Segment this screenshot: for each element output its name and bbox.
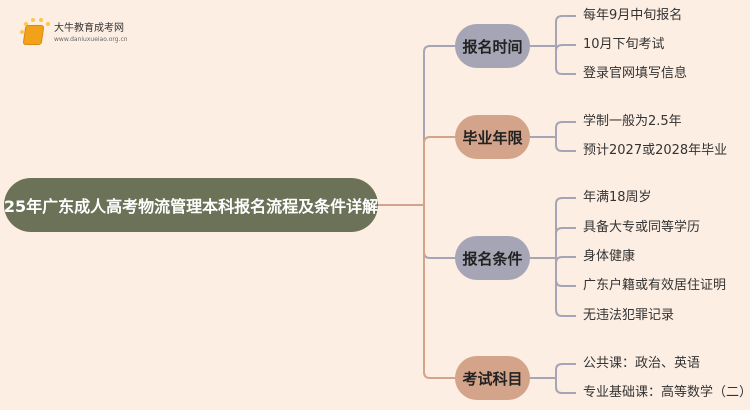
branch-node: 毕业年限 bbox=[455, 115, 530, 159]
leaf-connector bbox=[530, 377, 576, 394]
leaf-connector bbox=[530, 197, 576, 259]
leaf-node: 10月下旬考试 bbox=[583, 37, 665, 52]
leaf-node: 专业基础课：高等数学（二） bbox=[583, 385, 750, 400]
branch-connector bbox=[378, 136, 455, 206]
leaf-node: 每年9月中旬报名 bbox=[583, 8, 683, 23]
branch-connector bbox=[378, 204, 455, 379]
root-node: 25年广东成人高考物流管理本科报名流程及条件详解 bbox=[4, 178, 378, 232]
branch-node: 考试科目 bbox=[455, 356, 530, 400]
leaf-connector bbox=[530, 257, 576, 287]
book-icon bbox=[22, 25, 45, 45]
leaf-node: 具备大专或同等学历 bbox=[583, 220, 701, 235]
leaf-connector bbox=[530, 257, 576, 317]
logo-url: www.daniuxueiao.org.cn bbox=[54, 36, 128, 43]
leaf-connector bbox=[530, 45, 576, 75]
leaf-connector bbox=[530, 15, 576, 47]
leaf-node: 年满18周岁 bbox=[583, 190, 652, 205]
leaf-node: 公共课：政治、英语 bbox=[583, 356, 701, 371]
branch-connector bbox=[378, 45, 455, 206]
leaf-node: 登录官网填写信息 bbox=[583, 66, 688, 81]
leaf-connector bbox=[530, 136, 576, 152]
logo: 大牛教育成考网 www.daniuxueiao.org.cn bbox=[18, 16, 138, 48]
leaf-node: 学制一般为2.5年 bbox=[583, 114, 682, 129]
branch-connector bbox=[378, 204, 455, 259]
branch-node: 报名条件 bbox=[455, 236, 530, 280]
branch-node: 报名时间 bbox=[455, 24, 530, 68]
leaf-node: 无违法犯罪记录 bbox=[583, 308, 675, 323]
logo-title: 大牛教育成考网 bbox=[54, 23, 124, 34]
leaf-connector bbox=[530, 227, 576, 259]
leaf-node: 广东户籍或有效居住证明 bbox=[583, 278, 727, 293]
leaf-connector bbox=[530, 363, 576, 379]
leaf-node: 身体健康 bbox=[583, 249, 636, 264]
leaf-connector bbox=[530, 121, 576, 138]
leaf-node: 预计2027或2028年毕业 bbox=[583, 143, 728, 158]
